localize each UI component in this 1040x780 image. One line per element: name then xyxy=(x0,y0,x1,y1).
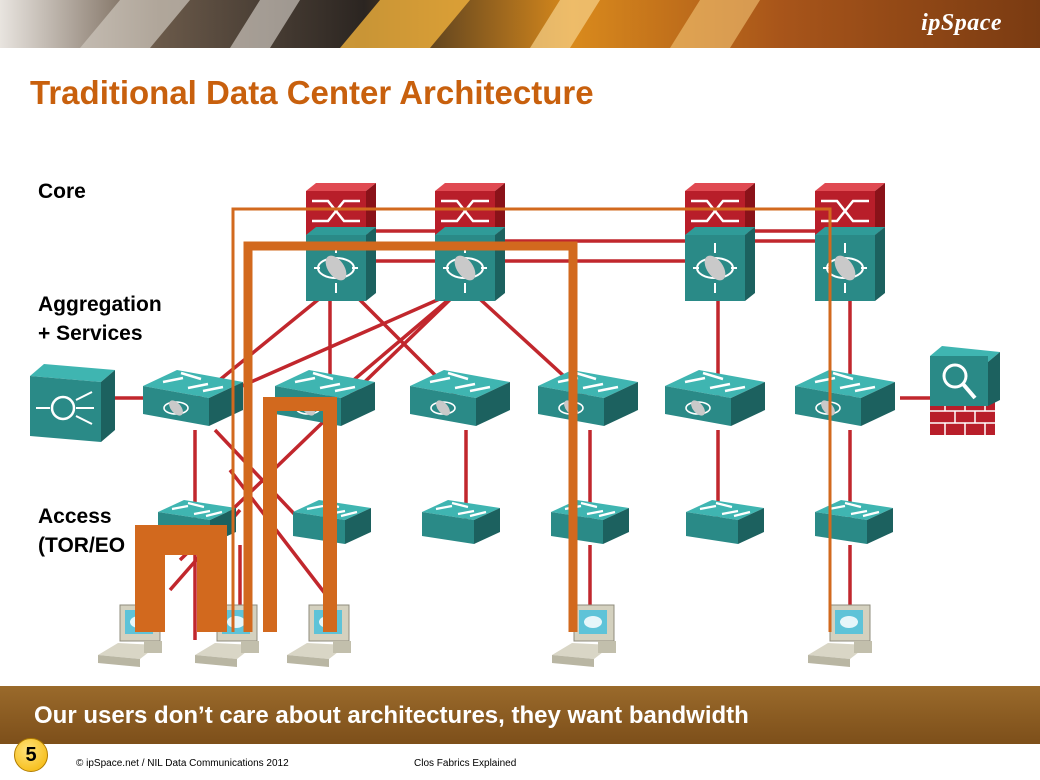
traffic-path-thin-long xyxy=(231,207,832,632)
ipspace-logo: ipSpace xyxy=(921,10,1002,36)
footer-message: Our users don’t care about architectures… xyxy=(34,702,749,729)
workstation-icon xyxy=(551,604,617,668)
aggregation-switch-icon xyxy=(141,368,245,428)
header-banner: ipSpace xyxy=(0,0,1040,48)
access-switch-icon xyxy=(813,498,895,546)
workstation-icon xyxy=(807,604,873,668)
slide-title: Traditional Data Center Architecture xyxy=(30,74,594,111)
workstation-icon xyxy=(286,604,352,668)
presentation-subtitle: Clos Fabrics Explained xyxy=(414,758,517,769)
firewall-icon xyxy=(930,346,1000,435)
access-switch-icon xyxy=(549,498,631,546)
banner-graphic xyxy=(0,0,1040,48)
layer-label-access: Access (TOR/EO xyxy=(38,505,126,557)
aggregation-switch-icon xyxy=(536,368,640,428)
load-balancer-icon xyxy=(30,364,115,442)
page-number: 5 xyxy=(14,738,48,772)
layer-label-aggregation: Aggregation + Services xyxy=(38,293,162,345)
traffic-path-local xyxy=(135,525,227,632)
aggregation-switch-icon xyxy=(408,368,512,428)
core-router-icon xyxy=(683,181,757,303)
layer-label-core: Core xyxy=(38,180,86,203)
traffic-path-medium xyxy=(243,241,578,632)
copyright-text: © ipSpace.net / NIL Data Communications … xyxy=(76,758,289,769)
access-switch-icon xyxy=(684,498,766,546)
traffic-paths xyxy=(135,207,832,632)
aggregation-switch-icon xyxy=(663,368,767,428)
traffic-path-access-loop xyxy=(263,397,337,632)
core-router-icon xyxy=(813,181,887,303)
footer-message-bar: Our users don’t care about architectures… xyxy=(0,686,1040,744)
aggregation-switch-icon xyxy=(793,368,897,428)
access-switch-icon xyxy=(420,498,502,546)
